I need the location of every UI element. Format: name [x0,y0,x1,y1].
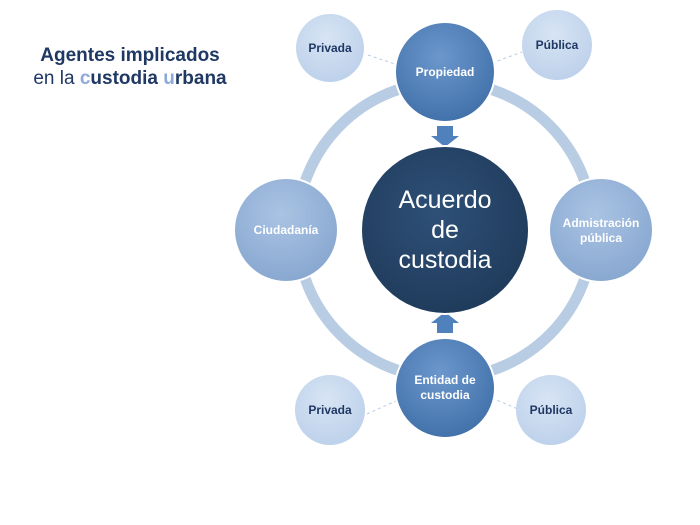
center-node-acuerdo: Acuerdo de custodia [360,145,530,315]
diagram-title: Agentes implicados en la custodia urbana [20,44,240,90]
center-label-2: de [431,216,459,244]
title-line-1: Agentes implicados [40,45,220,66]
node-administracion: Admistración pública [548,177,654,283]
title-line-2: en la custodia urbana [20,67,240,90]
satellite-top-right: Pública [522,10,592,80]
satellite-connectors [366,51,523,415]
satellite-top-left: Privada [296,14,364,82]
title-highlight-u: u [163,68,175,89]
node-propiedad-label: Propiedad [416,65,475,79]
center-label-1: Acuerdo [398,186,491,214]
satellite-bottom-left: Privada [295,375,365,445]
arrow-up-icon [431,312,459,333]
node-entidad-label-1: Entidad de [414,373,476,387]
center-label-3: custodia [398,246,491,274]
satellite-bottom-left-label: Privada [308,403,352,417]
node-entidad: Entidad de custodia [394,337,496,439]
node-administracion-label-1: Admistración [563,216,640,230]
node-administracion-label-2: pública [580,231,622,245]
title-word-custodia: ustodia [90,68,164,89]
title-highlight-c: c [79,68,91,89]
title-line-2-prefix: en la [33,68,80,89]
node-entidad-label-2: custodia [420,388,470,402]
node-ciudadania: Ciudadanía [233,177,339,283]
satellite-bottom-right: Pública [516,375,586,445]
satellite-bottom-right-label: Pública [530,403,573,417]
satellite-top-left-label: Privada [308,41,352,55]
arrow-down-icon [431,126,459,147]
title-word-urbana: rbana [174,68,227,89]
node-propiedad: Propiedad [394,21,496,123]
node-ciudadania-label: Ciudadanía [254,223,319,237]
satellite-top-right-label: Pública [536,38,579,52]
